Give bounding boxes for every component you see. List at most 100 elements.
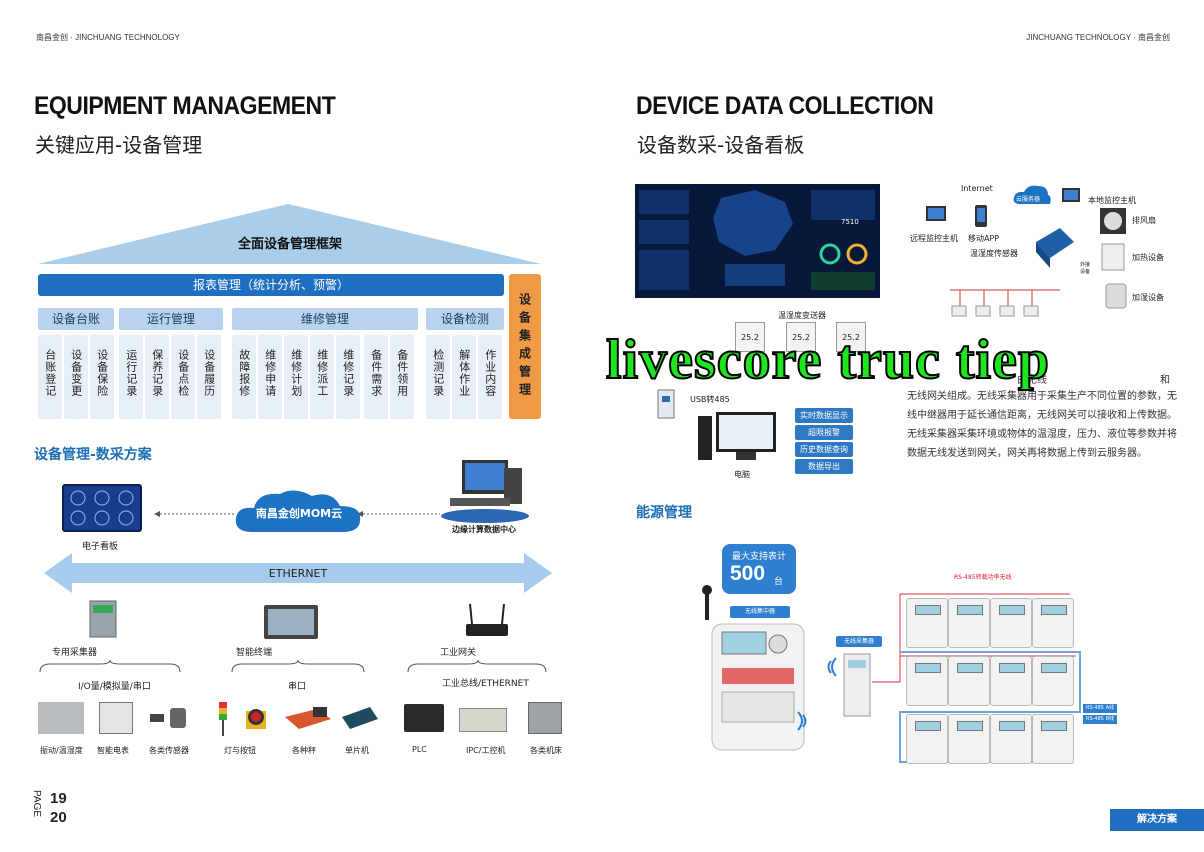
gateway-device-icon xyxy=(1036,228,1074,268)
item-label-machine: 各类机床 xyxy=(530,746,562,755)
header-right: JINCHUANG TECHNOLOGY · 南昌金创 xyxy=(1026,33,1170,42)
collector-tag: 无线采集器 xyxy=(836,636,882,647)
wifi-icon-1 xyxy=(797,711,807,731)
item-label-sensor: 各类传感器 xyxy=(149,746,189,755)
max-label: 最大支持表计 xyxy=(731,552,786,562)
ethernet-label: ETHERNET xyxy=(268,567,328,580)
rs485-a-label: RS-485 A线 xyxy=(1083,704,1117,713)
header-left: 南昌金创 · JINCHUANG TECHNOLOGY xyxy=(36,33,180,42)
usb-converter-icon xyxy=(657,389,675,419)
electric-meter xyxy=(990,714,1032,764)
interface-serial-label: 串口 xyxy=(288,682,307,692)
net-temp-sensor: 温湿度传感器 xyxy=(970,249,1018,258)
net-remote-host: 远程监控主机 xyxy=(910,234,958,243)
cat-inspection: 设备检测 xyxy=(426,308,504,330)
item-label-ipc: IPC/工控机 xyxy=(466,746,506,755)
page-word: PAGE xyxy=(31,790,42,818)
page-number-19: 19 xyxy=(50,790,67,807)
pc-icon xyxy=(698,412,776,460)
electric-meter xyxy=(906,598,948,648)
transmitter-2: 25.2 xyxy=(786,322,816,352)
framework-column: 维修派工 xyxy=(310,335,334,419)
transmitter-3: 25.2 xyxy=(836,322,866,352)
net-heater: 加热设备 xyxy=(1132,253,1164,262)
framework-column: 检测记录 xyxy=(426,335,450,419)
left-eng-title: EQUIPMENT MANAGEMENT xyxy=(34,92,336,120)
framework-column: 维修计划 xyxy=(284,335,308,419)
net-cloud-label: 云服务器 xyxy=(1016,196,1041,203)
item-lamp-image xyxy=(219,702,227,736)
edge-computer-icon xyxy=(441,460,529,523)
item-label-mcu: 单片机 xyxy=(345,746,369,755)
gateway-icon xyxy=(466,603,508,636)
dashboard-value: 7510 xyxy=(841,218,859,226)
right-eng-title: DEVICE DATA COLLECTION xyxy=(636,92,934,120)
framework-column: 台账登记 xyxy=(38,335,62,419)
heater-icon xyxy=(1101,243,1125,271)
item-scale-image xyxy=(285,707,331,729)
eboard-label: 电子看板 xyxy=(82,542,119,552)
net-humidifier: 加湿设备 xyxy=(1132,293,1164,302)
max-badge xyxy=(722,544,796,594)
rs485-b-label: RS-485 B线 xyxy=(1083,715,1117,724)
remote-host-icon xyxy=(926,206,946,221)
page-number-20: 20 xyxy=(50,809,67,826)
phone-icon xyxy=(975,205,987,227)
eboard-image xyxy=(62,484,142,532)
item-ipc-image xyxy=(459,708,507,732)
usb-label: USB转485 xyxy=(690,395,730,404)
electric-meter xyxy=(948,656,990,706)
energy-title: 能源管理 xyxy=(636,505,692,521)
cat-maintenance: 维修管理 xyxy=(232,308,418,330)
feature-history: 历史数据查询 xyxy=(795,442,853,457)
framework-column: 设备点检 xyxy=(171,335,195,419)
net-app: 移动APP xyxy=(968,234,1000,243)
framework-column: 维修申请 xyxy=(258,335,282,419)
framework-column: 备件领用 xyxy=(390,335,414,419)
antenna-icon xyxy=(702,585,712,620)
item-vibration-image xyxy=(38,702,84,734)
fan-icon xyxy=(1100,208,1126,234)
interface-io-label: I/O量/模拟量/串口 xyxy=(78,682,151,692)
framework-column: 备件需求 xyxy=(364,335,388,419)
concentrator-image xyxy=(711,623,805,751)
para-line1-fragment: 由无线 xyxy=(1017,375,1047,386)
transmitter-1: 25.2 xyxy=(735,322,765,352)
max-value: 500 xyxy=(730,562,766,585)
cat-ledger: 设备台账 xyxy=(38,308,114,330)
item-label-scale: 各种秤 xyxy=(292,746,316,755)
electric-meter xyxy=(906,714,948,764)
framework-column: 设备保险 xyxy=(90,335,114,419)
item-button-image xyxy=(246,709,266,729)
wifi-icon-2 xyxy=(827,657,837,677)
max-unit: 台 xyxy=(774,577,784,587)
eboard-screen xyxy=(70,490,134,526)
dashboard-graphics xyxy=(639,190,875,290)
framework-roof xyxy=(38,204,541,264)
para-line3: 线中继器用于延长通信距离，无线网关可以接收和上传数据。 xyxy=(907,410,1177,421)
framework-column: 作业内容 xyxy=(478,335,502,419)
local-host-icon xyxy=(1062,188,1080,202)
cloud-icon xyxy=(235,490,361,532)
electric-meter xyxy=(990,598,1032,648)
framework-column: 设备履历 xyxy=(197,335,221,419)
electric-meter xyxy=(906,656,948,706)
humidifier-icon xyxy=(1105,283,1127,309)
solution-tag: 解决方案 xyxy=(1110,809,1204,831)
cloud-server-icon xyxy=(1013,185,1051,204)
electric-meter xyxy=(1032,656,1074,706)
electric-meter xyxy=(948,598,990,648)
device-collector-label: 专用采集器 xyxy=(52,648,98,658)
net-internet: Internet xyxy=(961,184,993,193)
dashboard-screenshot: 7510 xyxy=(635,184,880,298)
cat-operation: 运行管理 xyxy=(119,308,223,330)
terminal-icon xyxy=(264,605,318,639)
report-bar: 报表管理（统计分析、预警） xyxy=(38,274,504,296)
net-fan: 排风扇 xyxy=(1132,216,1156,225)
collector-image xyxy=(843,653,871,717)
framework-column: 保养记录 xyxy=(145,335,169,419)
sensor-network-lines xyxy=(950,289,1060,317)
item-mcu-image xyxy=(342,707,378,729)
net-local-host: 本地监控主机 xyxy=(1088,196,1136,205)
item-label-meter: 智能电表 xyxy=(97,746,129,755)
